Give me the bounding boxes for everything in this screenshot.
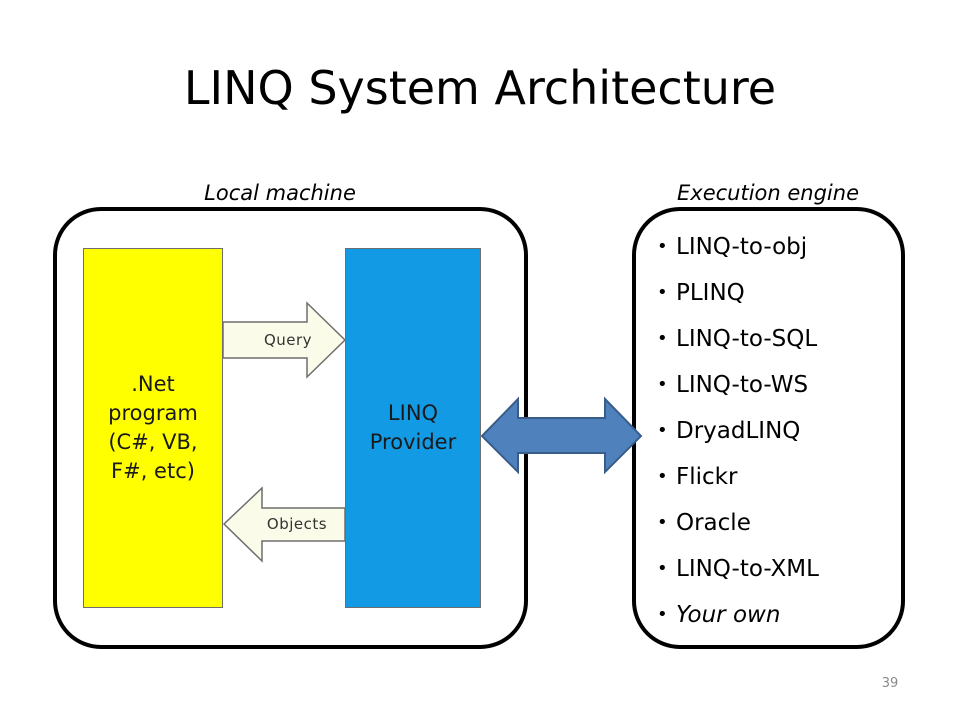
bidirectional-arrow — [480, 396, 643, 475]
list-item: •LINQ-to-WS — [657, 362, 897, 408]
slide-title: LINQ System Architecture — [183, 61, 777, 115]
query-arrow-label: Query — [263, 331, 313, 349]
objects-arrow — [222, 486, 346, 563]
list-item: •Flickr — [657, 454, 897, 500]
bullet-icon: • — [657, 236, 668, 257]
bullet-icon: • — [657, 558, 668, 579]
bullet-icon: • — [657, 604, 668, 625]
local-machine-caption: Local machine — [204, 181, 356, 205]
objects-arrow-label: Objects — [266, 515, 328, 533]
bullet-icon: • — [657, 282, 668, 303]
list-item: •DryadLINQ — [657, 408, 897, 454]
linq-provider-block: LINQ Provider — [345, 248, 481, 608]
list-item: •LINQ-to-SQL — [657, 316, 897, 362]
bullet-icon: • — [657, 420, 668, 441]
page-number: 39 — [881, 676, 899, 691]
list-item: •PLINQ — [657, 270, 897, 316]
query-arrow — [222, 301, 347, 379]
list-item: •Oracle — [657, 500, 897, 546]
list-item: •Your own — [657, 592, 897, 638]
net-program-block: .Net program (C#, VB, F#, etc) — [83, 248, 223, 608]
bullet-icon: • — [657, 466, 668, 487]
execution-engine-list: •LINQ-to-obj •PLINQ •LINQ-to-SQL •LINQ-t… — [657, 224, 897, 638]
bullet-icon: • — [657, 328, 668, 349]
execution-engine-caption: Execution engine — [677, 181, 859, 205]
bullet-icon: • — [657, 374, 668, 395]
list-item: •LINQ-to-obj — [657, 224, 897, 270]
list-item: •LINQ-to-XML — [657, 546, 897, 592]
bullet-icon: • — [657, 512, 668, 533]
